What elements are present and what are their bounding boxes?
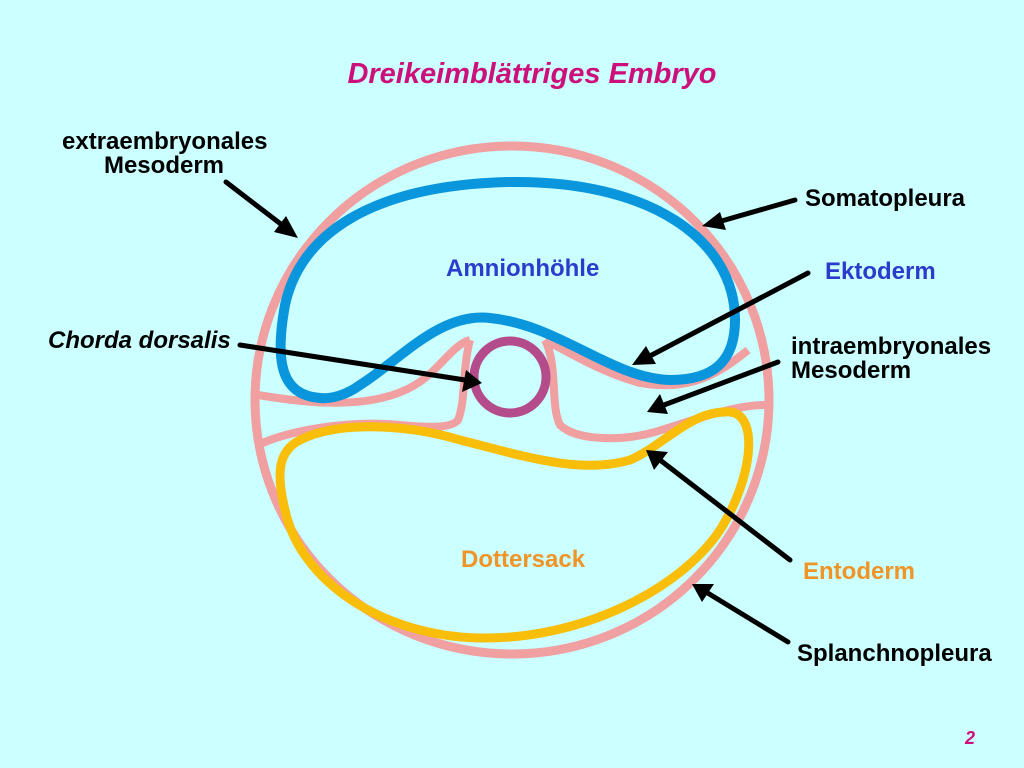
label-extraembryonales-line2: Mesoderm bbox=[103, 152, 225, 179]
outer-mesoderm-ring bbox=[250, 141, 774, 659]
arrowhead-somatopleura bbox=[702, 212, 726, 230]
label-amnionhoehle: Amnionhöhle bbox=[446, 255, 600, 282]
arrowhead-extraembryonales bbox=[274, 216, 298, 238]
page-number: 2 bbox=[965, 728, 976, 748]
arrow-intraembryonales bbox=[661, 359, 781, 408]
entoderm-line bbox=[275, 407, 754, 643]
label-ektoderm: Ektoderm bbox=[825, 258, 936, 285]
label-extraembryonales-mesoderm: extraembryonales Mesoderm bbox=[62, 128, 268, 179]
label-splanchnopleura: Splanchnopleura bbox=[797, 640, 992, 667]
label-intraembryonales-line2: Mesoderm bbox=[791, 357, 912, 384]
label-intraembryonales-line1: intraembryonales bbox=[791, 333, 992, 360]
label-chorda-dorsalis: Chorda dorsalis bbox=[48, 327, 231, 354]
arrow-extraembryonales bbox=[223, 179, 289, 231]
label-somatopleura: Somatopleura bbox=[805, 185, 966, 212]
arrow-somatopleura bbox=[715, 197, 798, 225]
arrowhead-chorda bbox=[462, 370, 482, 392]
arrow-chorda bbox=[237, 342, 468, 383]
arrowhead-ektoderm bbox=[632, 346, 656, 365]
arrowhead-intraembryonales bbox=[647, 394, 668, 414]
arrowhead-entoderm bbox=[646, 450, 668, 470]
arrowhead-splanchnopleura bbox=[692, 584, 714, 602]
label-entoderm: Entoderm bbox=[803, 558, 916, 585]
page-title: Dreikeimblättriges Embryo bbox=[347, 58, 717, 90]
label-intraembryonales-mesoderm: intraembryonales Mesoderm bbox=[791, 335, 991, 383]
arrow-entoderm bbox=[657, 457, 793, 563]
chorda-dorsalis-ring bbox=[469, 336, 551, 418]
arrow-ektoderm bbox=[645, 270, 811, 360]
ektoderm-line bbox=[275, 176, 740, 404]
label-extraembryonales-line1: extraembryonales bbox=[62, 128, 268, 155]
arrow-splanchnopleura bbox=[703, 589, 791, 645]
label-dottersack: Dottersack bbox=[461, 546, 586, 573]
